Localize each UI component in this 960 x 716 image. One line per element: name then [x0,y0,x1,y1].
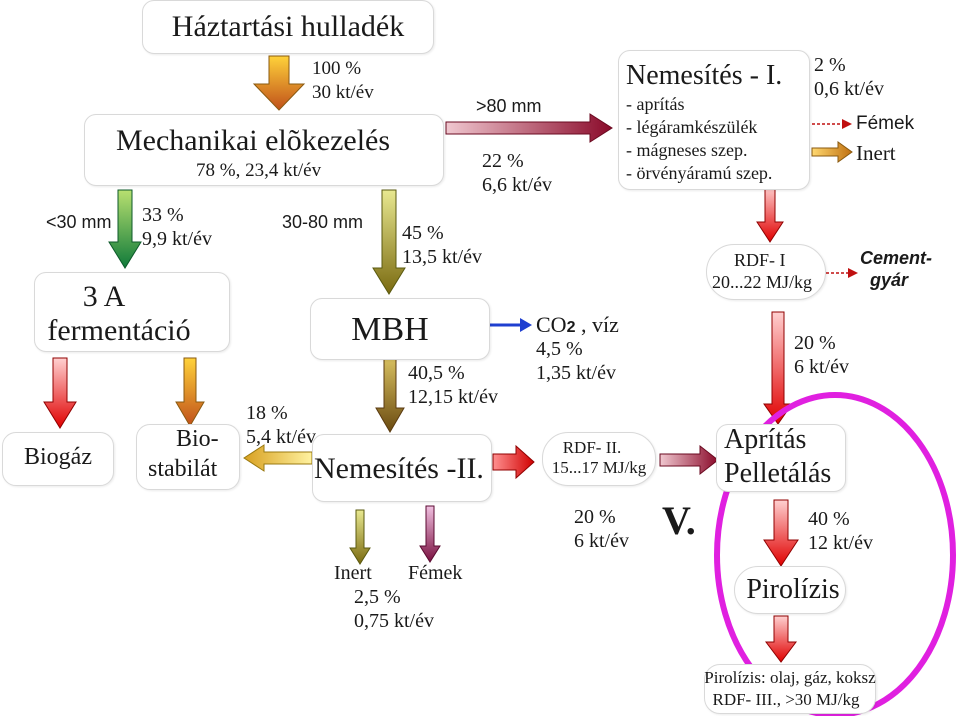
arrow-40b [763,499,799,567]
arrow-inert [349,509,371,565]
flow-45-rate: 13,5 kt/év [402,246,482,268]
rdf1-line1: RDF- I [734,250,786,270]
arrow-33 [108,189,142,269]
biostabilat-line1: Bio- [176,426,219,452]
arrow-to-rdf1 [756,185,784,243]
rdf1-line2: 20...22 MJ/kg [712,272,813,292]
mech-box [84,114,444,186]
inert-femek-pct: 2,5 % [354,586,401,608]
flow-33-pct: 33 % [142,204,184,226]
arrow-40 [375,357,405,433]
inert-bottom: Inert [334,562,372,584]
biostabilat-box [136,424,240,490]
rdf2-line1: RDF- II. [562,438,622,457]
nemesites1-item: - örvényáramú szep. [626,163,773,183]
pirolizis-box [734,566,846,614]
arrow-rdf2-to-aprit [659,444,719,476]
arrow-45 [372,189,406,295]
pirolizis-out-line2: RDF- III., >30 MJ/kg [712,690,860,709]
size-30-80: 30-80 mm [282,212,364,232]
size-gt80: >80 mm [476,96,542,116]
arrow-biostabilat [175,357,205,427]
pirolizis-out-box [704,664,876,714]
co2-line: CO2 , víz [536,312,619,337]
flow-18-pct: 18 % [246,402,288,424]
arrow-pirolizis-out [765,615,797,663]
biogaz: Biogáz [24,444,92,470]
flow-40b-rate: 12 kt/év [808,532,873,554]
flow-33-rate: 9,9 kt/év [142,228,212,250]
co2-rest: , víz [575,312,619,337]
mech-title: Mechanikai elõkezelés [116,124,391,157]
flow-100-rate: 30 kt/év [312,82,374,103]
co2-sub: 2 [566,319,576,336]
mech-sub: 78 %, 23,4 kt/év [196,160,322,181]
nemesites1-title: Nemesítés - I. [626,60,783,91]
fermentacio-line2: fermentáció [47,314,191,347]
rdf2-line2: 15...17 MJ/kg [551,458,647,477]
title: Háztartási hulladék [171,10,405,43]
nemesites1-box [618,50,810,190]
arrow-20-rdf1 [763,311,793,425]
flow-40-rate: 12,15 kt/év [408,386,498,408]
flow-20-rdf2-rate: 6 kt/év [574,530,629,552]
flow-22-rate: 6,6 kt/év [482,174,552,196]
arrow-to-rdf2 [492,444,535,480]
flow-2-rate: 0,6 kt/év [814,78,884,100]
arrow-inert-right [811,141,853,163]
title-box [142,0,434,54]
flow-22-pct: 22 % [482,150,524,172]
arrow-femek [419,505,441,563]
size-lt30: <30 mm [46,212,112,232]
flow-2-pct: 2 % [814,54,846,76]
flow-40b-pct: 40 % [808,508,850,530]
pirolizis-out-line1: Pirolízis: olaj, gáz, koksz [704,668,876,687]
biostabilat-line2: stabilát [148,456,218,482]
mbh: MBH [351,311,429,348]
nemesites1-item: - aprítás [626,94,685,114]
nemesites1-item: - légáramkészülék [626,117,758,137]
flow-18-rate: 5,4 kt/év [246,426,316,448]
nemesites1-item: - mágneses szep. [626,140,748,160]
cement-line2: gyár [870,270,909,290]
femek-right: Fémek [856,113,915,134]
aprit-line1: Aprítás [724,424,807,455]
aprit-box [716,424,846,492]
rdf2-box [542,432,656,486]
flow-20-rdf2-pct: 20 % [574,506,616,528]
v-label: V. [662,498,696,543]
nemesites2: Nemesítés -II. [314,452,484,485]
rdf1-box [706,244,826,300]
flow-20-rdf1-pct: 20 % [794,332,836,354]
inert-femek-rate: 0,75 kt/év [354,610,434,632]
co2-pct: 4,5 % [536,338,583,360]
arrow-18 [243,444,313,472]
flow-20-rdf1-rate: 6 kt/év [794,356,849,378]
arrow-biogaz [43,357,77,429]
mbh-box [310,298,490,360]
fermentacio-box [34,272,230,352]
aprit-line2: Pelletálás [724,458,832,489]
flow-40-pct: 40,5 % [408,362,465,384]
flow-45-pct: 45 % [402,222,444,244]
nemesites2-box [312,434,492,502]
highlight-ellipse [714,392,956,716]
arrow-100 [252,55,306,111]
biogaz-box [2,432,114,486]
cement-line1: Cement- [860,248,933,268]
pirolizis: Pirolízis [746,574,840,605]
flow-100-pct: 100 % [312,58,362,79]
co2-co: CO [536,312,567,337]
arrow-22 [445,113,613,143]
co2-rate: 1,35 kt/év [536,362,616,384]
fermentacio-line1: 3 A [82,280,126,313]
inert-right: Inert [856,141,896,165]
femek-bottom: Fémek [408,562,463,584]
